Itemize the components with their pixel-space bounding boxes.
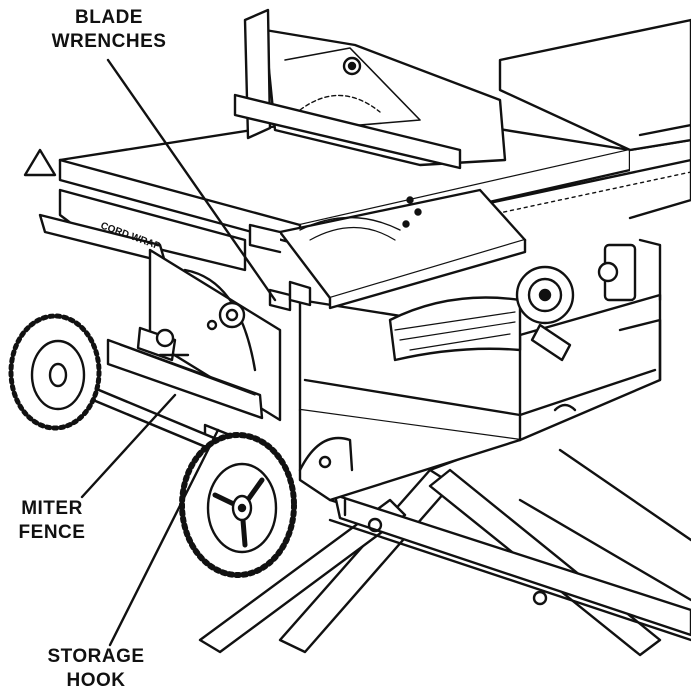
callout-line: MITER <box>4 497 100 521</box>
storage-hook-callout: STORAGE HOOK <box>30 645 162 693</box>
callout-line: BLADE <box>44 6 174 30</box>
stand-rail <box>335 495 691 635</box>
miter-fence-callout: MITER FENCE <box>4 497 100 545</box>
callout-line: HOOK <box>30 669 162 693</box>
callout-line: STORAGE <box>30 645 162 669</box>
callout-line: WRENCHES <box>44 30 174 54</box>
left-wheel <box>11 316 99 428</box>
right-wheel <box>182 435 294 575</box>
right-extension <box>500 20 691 150</box>
callout-line: FENCE <box>4 521 100 545</box>
blade-wrenches-callout: BLADE WRENCHES <box>44 6 174 54</box>
